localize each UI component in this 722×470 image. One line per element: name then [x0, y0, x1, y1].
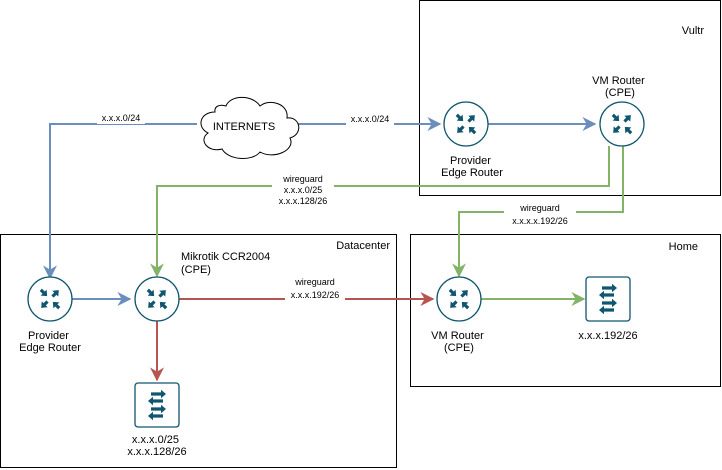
switch-icon-home: [585, 276, 631, 322]
zone-vultr-label: Vultr: [682, 25, 705, 37]
node-home-vm-label: VM Router (CPE): [431, 330, 487, 354]
label-vultr-to-dc: wireguard x.x.x.0/25 x.x.x.128/26: [272, 173, 334, 207]
zone-home-box: [410, 234, 721, 387]
switch-icon-dc: [134, 382, 180, 428]
svg-text:x.x.x.0/25: x.x.x.0/25: [284, 185, 323, 195]
zone-vultr-box: [419, 0, 721, 196]
router-icon-vultr-vm: [599, 101, 645, 147]
zone-home-label: Home: [669, 241, 698, 253]
svg-text:x.x.x.192/26: x.x.x.192/26: [291, 290, 340, 300]
svg-text:x.x.x.128/26: x.x.x.128/26: [279, 196, 328, 206]
node-vultr-edge-label: Provider Edge Router: [441, 155, 503, 179]
svg-text:x.x.x.0/24: x.x.x.0/24: [351, 114, 390, 124]
label-vultr-to-home: wireguard x.x.x.x.192/26: [504, 202, 576, 227]
zone-datacenter-box: [0, 234, 397, 468]
svg-text:wireguard: wireguard: [282, 174, 323, 184]
node-dc-switch-label: x.x.x.0/25 x.x.x.128/26: [127, 434, 186, 458]
router-icon-dc-mikrotik: [134, 276, 180, 322]
label-internet-to-dc: x.x.x.0/24: [97, 112, 145, 124]
cloud-label: INTERNETS: [213, 121, 275, 133]
label-dc-to-home: wireguard x.x.x.192/26: [285, 276, 345, 301]
cloud-icon: [200, 96, 300, 159]
node-vultr-vm-label: VM Router (CPE): [592, 75, 648, 99]
svg-text:wireguard: wireguard: [519, 203, 560, 213]
node-dc-mikrotik-label: Mikrotik CCR2004 (CPE): [181, 251, 273, 276]
link-internet-to-dc: [43, 123, 197, 280]
zone-datacenter-label: Datacenter: [336, 240, 390, 252]
svg-text:x.x.x.0/24: x.x.x.0/24: [102, 113, 141, 123]
node-home-switch-label: x.x.x.192/26: [578, 330, 637, 342]
router-icon-vultr-edge: [443, 101, 489, 147]
svg-text:x.x.x.x.192/26: x.x.x.x.192/26: [512, 216, 568, 226]
svg-text:wireguard: wireguard: [294, 277, 335, 287]
node-dc-edge-label: Provider Edge Router: [19, 330, 81, 354]
router-icon-home-vm: [436, 276, 482, 322]
label-internet-to-vultr: x.x.x.0/24: [346, 113, 394, 125]
link-vultr-to-mikrotik: [150, 146, 610, 278]
router-icon-dc-edge: [27, 276, 73, 322]
